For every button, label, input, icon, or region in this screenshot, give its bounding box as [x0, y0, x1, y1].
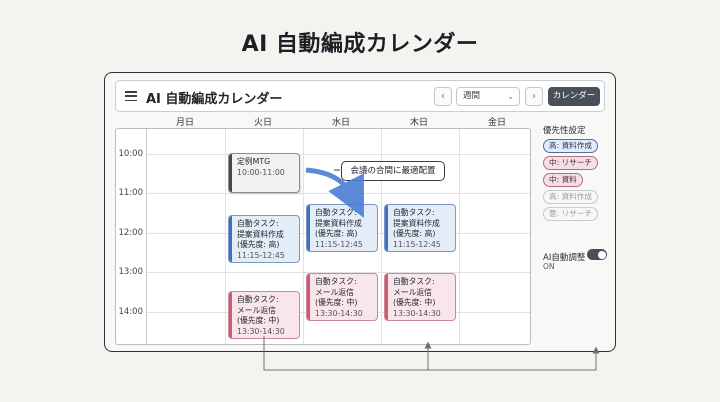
event-wed-mail[interactable]: 自動タスク: メール返信 (優先度: 中) 13:30-14:30: [306, 273, 378, 321]
event-thu-proposal[interactable]: 自動タスク: 提案資料作成 (優先度: 高) 11:15-12:45: [384, 204, 456, 252]
priority-chip[interactable]: 中: リサーチ: [543, 156, 598, 170]
time-label: 13:00: [118, 267, 144, 277]
event-line: (優先度: 高): [393, 229, 436, 238]
menu-icon[interactable]: [125, 91, 137, 101]
day-header-wed: 水日: [331, 118, 350, 128]
event-line: 提案資料作成: [237, 229, 284, 239]
day-divider: [459, 129, 460, 344]
event-meeting[interactable]: 定例MTG 10:00-11:00: [228, 153, 300, 193]
time-label: 10:00: [118, 149, 144, 159]
event-line: (優先度: 高): [315, 229, 358, 238]
event-line: (優先度: 中): [393, 298, 436, 307]
event-time: 11:15-12:45: [237, 250, 285, 260]
ai-adjust-toggle[interactable]: [587, 249, 607, 260]
day-header-tue: 火日: [253, 118, 272, 128]
top-bar: AI 自動編成カレンダー ‹ 週間 ⌄ › カレンダー: [115, 80, 605, 112]
event-line: メール返信: [393, 287, 432, 297]
priority-settings-title: 優先性設定: [543, 126, 586, 136]
day-header-thu: 木日: [409, 118, 428, 128]
hour-line: [147, 154, 530, 155]
day-header-fri: 金日: [487, 118, 506, 128]
event-line: (優先度: 中): [237, 316, 280, 325]
reschedule-arrow: [305, 167, 364, 218]
event-time: 13:30-14:30: [315, 308, 363, 318]
time-label: 11:00: [118, 188, 144, 198]
next-week-button[interactable]: ›: [525, 87, 543, 106]
event-line: 自動タスク:: [393, 277, 435, 286]
event-time: 11:15-12:45: [315, 239, 363, 249]
event-line: 自動タスク:: [237, 295, 279, 304]
event-line: 提案資料作成: [393, 218, 440, 228]
priority-chip[interactable]: 篋: リサーチ: [543, 207, 598, 221]
event-line: メール返信: [237, 305, 276, 315]
event-time: 11:15-12:45: [393, 239, 441, 249]
day-divider: [381, 129, 382, 344]
event-time: 10:00-11:00: [237, 167, 285, 177]
time-label: 12:00: [118, 228, 144, 238]
event-line: 自動タスク:: [237, 219, 279, 228]
chevron-down-icon: ⌄: [507, 92, 514, 101]
headline: AI 自動編成カレンダー: [241, 32, 479, 57]
event-time: 13:30-14:30: [237, 326, 285, 336]
event-line: (優先度: 中): [315, 298, 358, 307]
event-time: 13:30-14:30: [393, 308, 441, 318]
day-divider: [225, 129, 226, 344]
event-line: 提案資料作成: [315, 218, 362, 228]
ai-adjust-state: ON: [543, 262, 555, 271]
priority-chip[interactable]: 中: 資料: [543, 173, 583, 187]
event-thu-mail[interactable]: 自動タスク: メール返信 (優先度: 中) 13:30-14:30: [384, 273, 456, 321]
prev-week-button[interactable]: ‹: [434, 87, 452, 106]
event-line: 自動タスク:: [393, 208, 435, 217]
time-column: 10:00 11:00 12:00 13:00 14:00: [116, 129, 147, 344]
event-line: 自動タスク:: [315, 277, 357, 286]
ai-adjust-label: AI自動調整: [543, 253, 586, 263]
event-title: 定例MTG: [237, 157, 271, 166]
priority-chip[interactable]: 高: 資料作成: [543, 139, 598, 153]
toggle-knob: [597, 250, 606, 259]
app-title: AI 自動編成カレンダー: [146, 92, 283, 107]
event-line: メール返信: [315, 287, 354, 297]
event-tue-proposal[interactable]: 自動タスク: 提案資料作成 (優先度: 高) 11:15-12:45: [228, 215, 300, 263]
calendar-button[interactable]: カレンダー: [548, 87, 600, 106]
hour-line: [147, 272, 530, 273]
time-label: 14:00: [118, 307, 144, 317]
priority-chip[interactable]: 高: 資料作成: [543, 190, 598, 204]
view-select[interactable]: 週間 ⌄: [456, 87, 520, 106]
event-line: (優先度: 高): [237, 240, 280, 249]
day-header-mon: 月日: [175, 118, 194, 128]
feedback-loop-arrow: [263, 336, 600, 371]
ai-callout: 会議の合間に最適配置: [341, 161, 445, 181]
day-divider: [303, 129, 304, 344]
view-select-value: 週間: [463, 91, 481, 101]
